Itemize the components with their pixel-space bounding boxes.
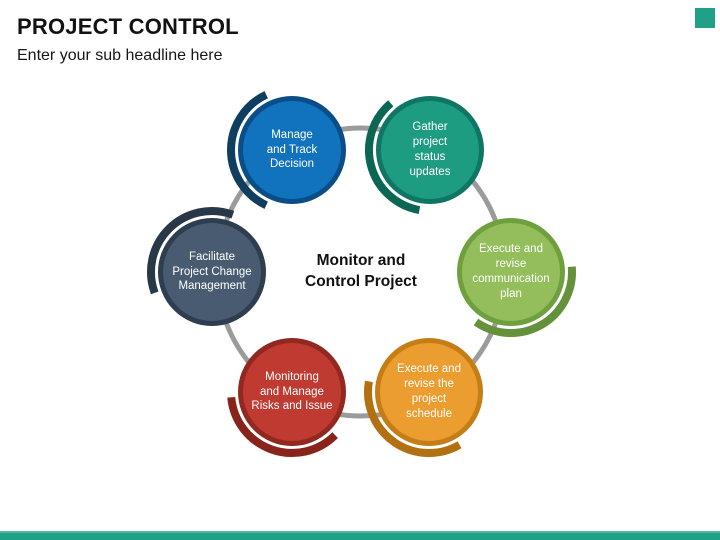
node-crescent (227, 396, 338, 457)
bottom-accent-bar (0, 531, 720, 540)
node-crescent (473, 266, 576, 337)
node-crescent (147, 207, 235, 295)
node-circle-monitor-risks-issue (238, 338, 346, 446)
accent-square (695, 8, 715, 28)
node-circle-manage-track-decision (238, 96, 346, 204)
node-circle-facilitate-change-management (158, 218, 266, 326)
node-crescent (365, 100, 421, 215)
slide-title: PROJECT CONTROL (17, 14, 239, 39)
node-circle-revise-project-schedule (375, 338, 483, 446)
node-circle-revise-communication-plan (457, 218, 565, 326)
slide-subtitle: Enter your sub headline here (17, 47, 223, 64)
diagram-center-label: Monitor and Control Project (305, 252, 417, 290)
node-crescent (227, 91, 268, 209)
node-circle-gather-status-updates (376, 96, 484, 204)
node-crescent (364, 380, 462, 457)
